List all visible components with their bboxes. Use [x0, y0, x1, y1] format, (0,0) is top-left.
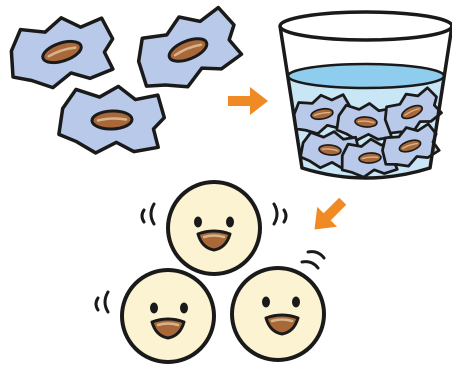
water-glass-icon — [280, 12, 452, 179]
chicks-group — [96, 182, 324, 362]
wrapped-seeds-group — [6, 0, 249, 158]
wrapped-seed-icon — [58, 82, 166, 157]
chick-face-icon — [232, 252, 324, 360]
orange-arrow-icon — [228, 87, 268, 115]
wiggle-lines — [302, 252, 324, 268]
wrapped-seed-icon — [127, 0, 249, 101]
chick-face-icon — [142, 182, 286, 274]
wrapped-seed-icon — [6, 11, 118, 93]
wiggle-lines — [96, 292, 108, 312]
orange-arrow-icon — [305, 191, 353, 239]
chick-face-icon — [96, 270, 214, 362]
